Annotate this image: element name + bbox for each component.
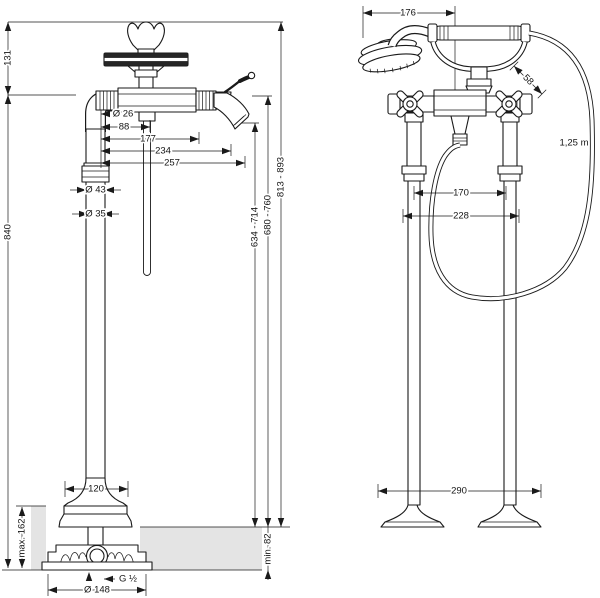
dim-proj-88: 88 [119,122,130,133]
tub-filler-product [357,23,595,528]
hand-shower-handle [427,23,531,43]
dim-proj-177: 177 [140,134,156,145]
right-leg [477,112,542,528]
dim-dia-26: Ø 26 [113,109,134,120]
left-view: 131 840 Ø 26 88 177 234 257 Ø 43 Ø 35 63… [1,21,290,597]
dim-dia-43: Ø 43 [85,185,106,196]
lever-handle [223,71,256,94]
dim-proj-234: 234 [155,146,171,157]
tub-spout-product [41,21,256,571]
dim-width-176: 176 [400,8,416,19]
cross-handle-left [396,90,424,118]
dim-total-height: 840 [3,224,14,240]
right-view: 176 58 1,25 m 170 228 290 [357,6,595,528]
right-dims [363,9,547,498]
dim-spout-range: 680 - 760 [263,195,274,235]
dim-floor-max: max. 162 [17,518,28,557]
dim-top-range: 813 - 893 [276,157,287,197]
left-dim-labels: 131 840 Ø 26 88 177 234 257 Ø 43 Ø 35 63… [1,48,288,597]
dim-proj-257: 257 [164,158,180,169]
standpipe [81,128,110,480]
cradle [430,41,528,94]
dim-thread: G ½ [119,574,137,585]
hose-outlet [450,115,470,146]
dim-base-dia: Ø 148 [84,585,110,596]
dim-floor-min: min. 82 [263,533,274,564]
dim-handle-height: 131 [3,50,14,66]
spout [213,92,250,130]
floor-section [31,506,262,570]
cross-handle-right [495,90,523,118]
hand-shower-head [357,38,423,74]
right-dim-labels: 176 58 1,25 m 170 228 290 [398,6,590,498]
left-horizontal-dims [47,110,246,596]
base-cover [58,477,133,546]
rough-in-body [41,544,153,571]
rosette-disc [103,52,189,67]
dim-base-span: 290 [451,486,467,497]
dim-hose-length: 1,25 m [559,138,588,149]
dim-leg-centers: 170 [453,188,469,199]
dim-dia-35: Ø 35 [85,209,106,220]
dim-base-width: 120 [88,484,104,495]
left-leg [380,112,445,528]
sensor-tube [143,111,151,276]
dim-outlet-range: 634 - 714 [250,207,261,247]
cross-handle [127,21,165,51]
dim-leg-outer: 228 [453,211,469,222]
shower-hose [428,30,595,302]
